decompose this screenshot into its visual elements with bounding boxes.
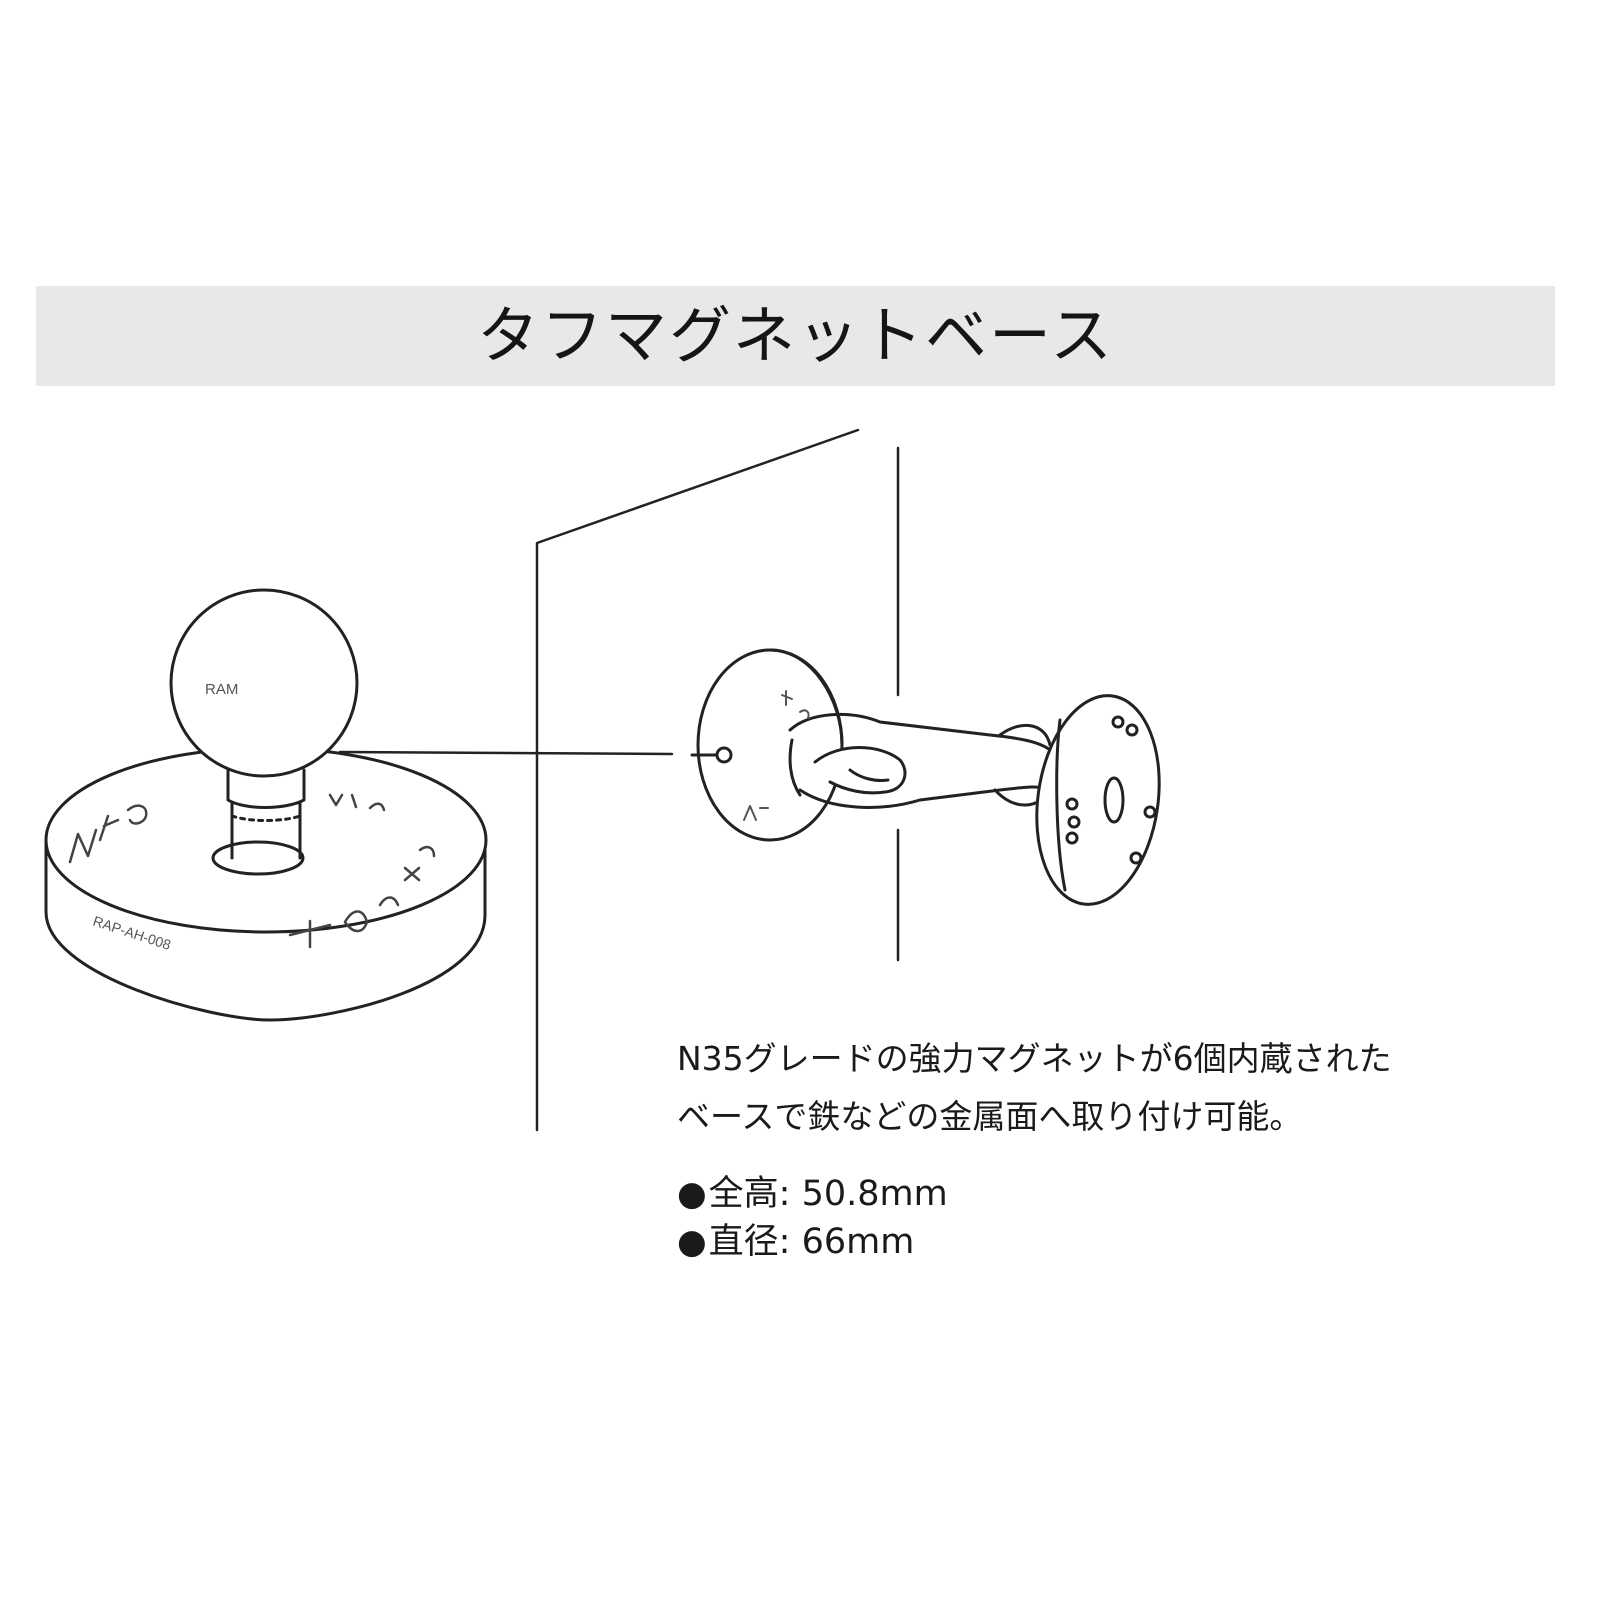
product-description: N35グレードの強力マグネットが6個内蔵された ベースで鉄などの金属面へ取り付け… [677, 1030, 1392, 1146]
mounted-assembly-drawing [690, 648, 1161, 906]
bullet-icon: ● [677, 1174, 707, 1214]
description-line-1: N35グレードの強力マグネットが6個内蔵された [677, 1039, 1392, 1078]
spec-height: 全高: 50.8mm [708, 1174, 948, 1214]
connector-line [338, 750, 674, 756]
wall-surface-drawing [535, 428, 900, 1132]
spec-list: ● 全高: 50.8mm ● 直径: 66mm [677, 1170, 948, 1266]
ball-label: RAM [205, 681, 238, 698]
magnet-base-drawing [44, 588, 488, 1022]
page-title: タフマグネットベース [477, 299, 1114, 372]
title-bar: タフマグネットベース [36, 286, 1555, 386]
bullet-icon: ● [677, 1222, 707, 1262]
spec-diameter: 直径: 66mm [708, 1222, 915, 1262]
spec-row-diameter: ● 直径: 66mm [677, 1218, 948, 1266]
description-line-2: ベースで鉄などの金属面へ取り付け可能。 [677, 1097, 1303, 1136]
spec-row-height: ● 全高: 50.8mm [677, 1170, 948, 1218]
